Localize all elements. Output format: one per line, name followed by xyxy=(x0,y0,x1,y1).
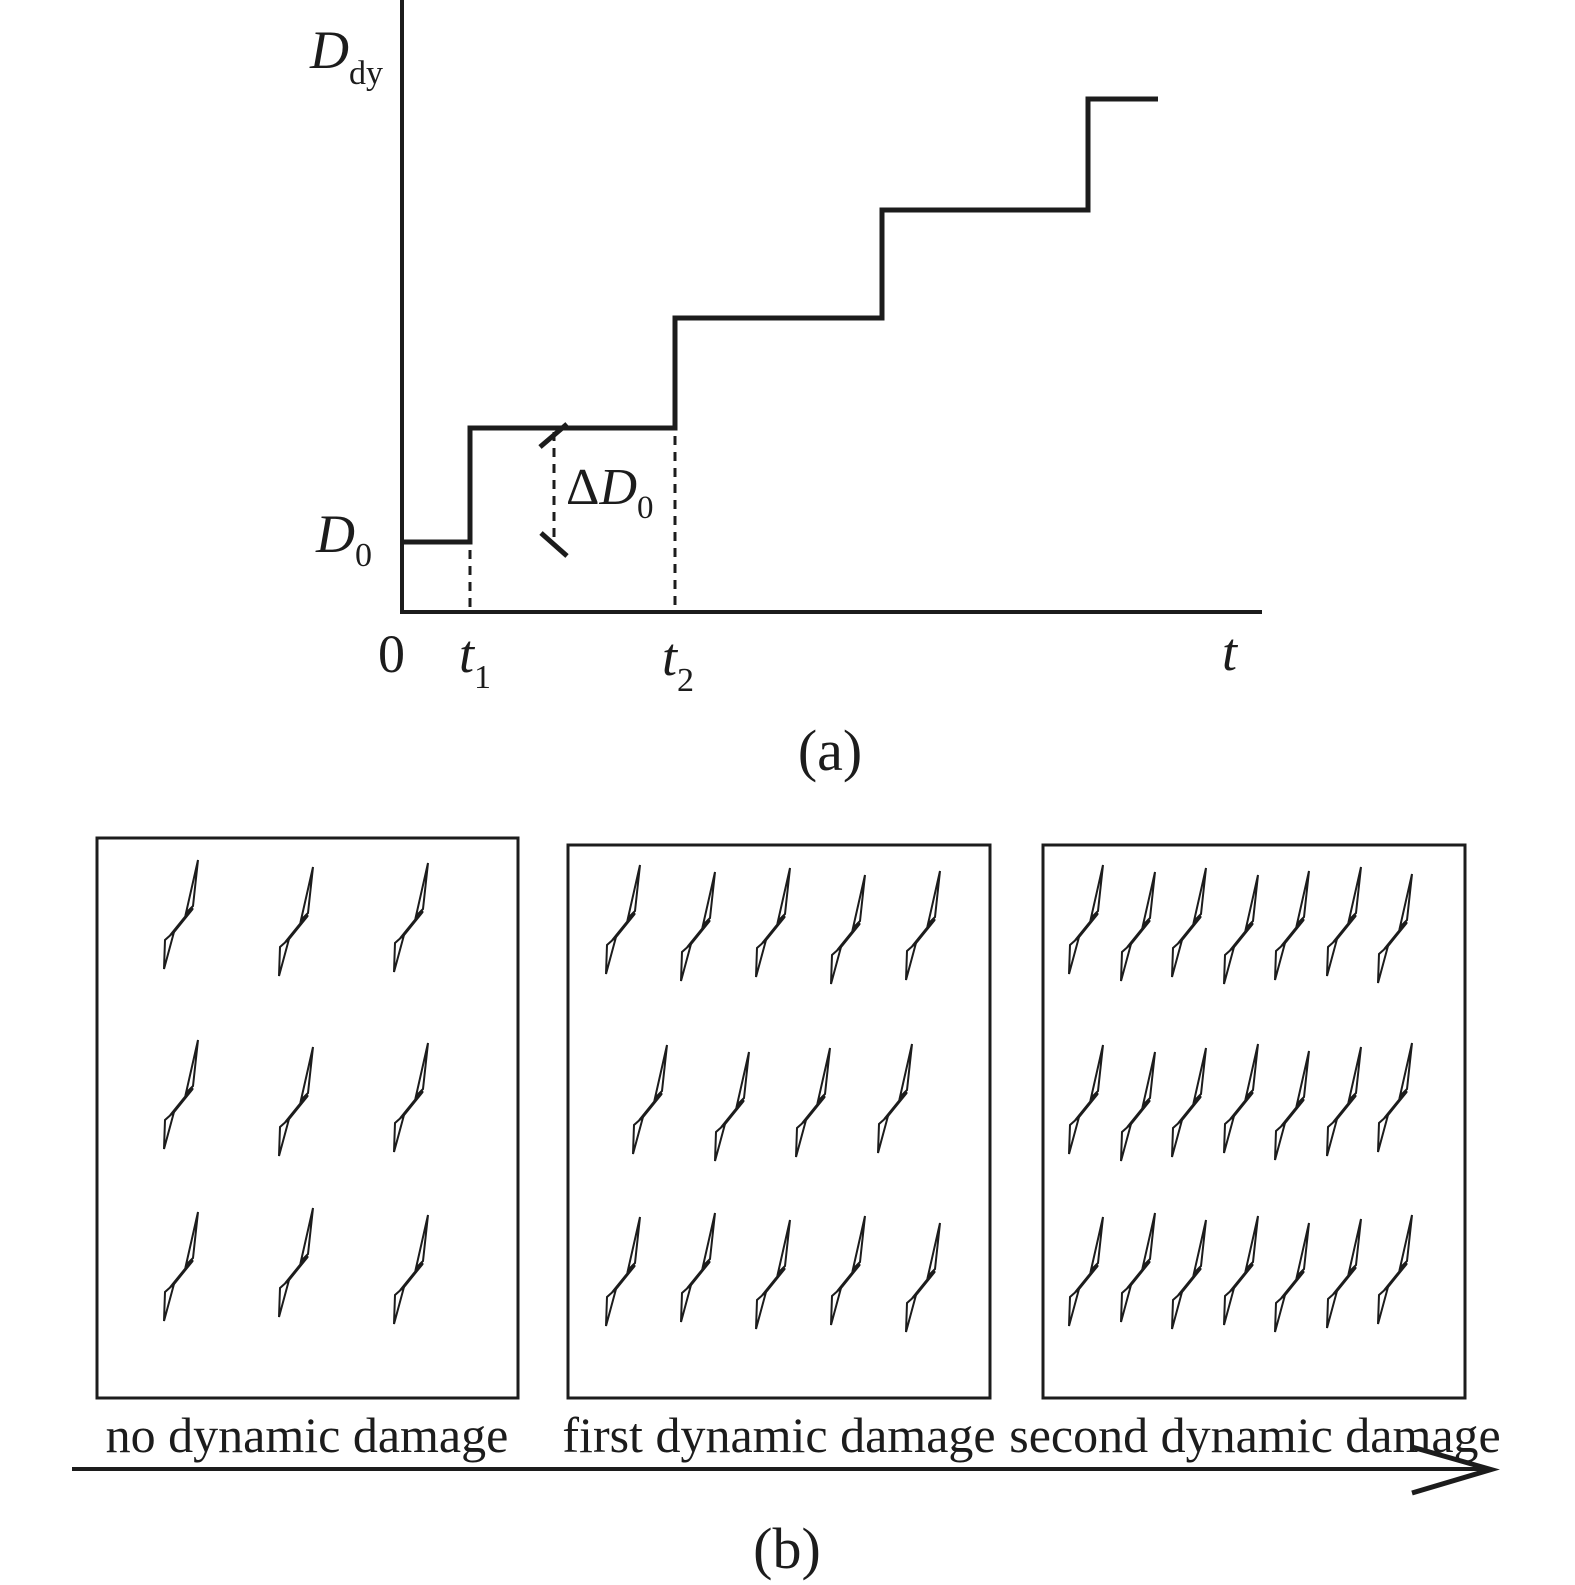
crack-mark xyxy=(1170,1218,1208,1331)
crack-pattern-first-damage xyxy=(604,863,942,1334)
crack-mark xyxy=(392,1213,430,1326)
y-axis-label-main: D xyxy=(309,20,349,80)
y-axis-label-sub: dy xyxy=(349,55,383,92)
crack-mark xyxy=(1067,1043,1105,1156)
crack-mark xyxy=(754,866,792,979)
crack-mark xyxy=(1273,1221,1311,1334)
damage-increment-label: ΔD0 xyxy=(566,459,654,526)
box-label-first-damage: first dynamic damage xyxy=(562,1407,995,1463)
crack-pattern-second-damage xyxy=(1067,863,1414,1334)
crack-mark xyxy=(1119,870,1157,983)
crack-mark xyxy=(1119,1211,1157,1324)
crack-mark xyxy=(904,869,942,982)
t1-tick-label-main: t xyxy=(459,624,476,684)
t2-tick-label: t2 xyxy=(662,627,694,699)
crack-mark xyxy=(679,1211,717,1324)
t1-tick-label: t1 xyxy=(459,624,491,696)
crack-mark xyxy=(713,1050,751,1163)
crack-box-second-damage xyxy=(1041,843,1467,1400)
crack-mark xyxy=(631,1043,669,1156)
t2-tick-label-main: t xyxy=(662,627,679,687)
measure-top-tick-icon xyxy=(538,422,569,449)
y-axis-label: Ddy xyxy=(309,20,383,92)
crack-mark xyxy=(1222,873,1260,986)
crack-mark xyxy=(876,1042,914,1155)
initial-damage-label: D0 xyxy=(315,504,372,574)
arrow-right-icon xyxy=(1411,1444,1500,1496)
crack-mark xyxy=(277,1045,315,1158)
crack-mark xyxy=(829,1214,867,1327)
crack-mark xyxy=(1273,869,1311,982)
crack-mark xyxy=(1376,872,1414,985)
panel-a-caption: (a) xyxy=(798,718,862,783)
crack-mark xyxy=(604,1215,642,1328)
damage-increment-label-sub: 0 xyxy=(637,490,654,526)
crack-mark xyxy=(829,873,867,986)
crack-pattern-no-damage xyxy=(162,858,430,1326)
crack-mark xyxy=(604,863,642,976)
origin-tick-label: 0 xyxy=(378,624,405,684)
crack-mark xyxy=(1067,863,1105,976)
crack-mark xyxy=(1067,1215,1105,1328)
crack-mark xyxy=(1170,1046,1208,1159)
crack-box-no-damage xyxy=(95,836,520,1400)
crack-mark xyxy=(277,1206,315,1319)
crack-mark xyxy=(392,1041,430,1154)
crack-mark xyxy=(392,861,430,974)
initial-damage-label-main: D xyxy=(315,504,355,564)
crack-mark xyxy=(1325,865,1363,978)
crack-mark xyxy=(1376,1213,1414,1326)
crack-mark xyxy=(162,858,200,971)
initial-damage-label-sub: 0 xyxy=(355,537,372,574)
crack-mark xyxy=(1325,1217,1363,1330)
crack-mark xyxy=(794,1046,832,1159)
crack-mark xyxy=(1170,866,1208,979)
crack-mark xyxy=(162,1210,200,1323)
panel-a: Ddy D0 ΔD0 0 t1 t2 t (a) xyxy=(309,0,1262,783)
crack-mark xyxy=(754,1218,792,1331)
crack-mark xyxy=(162,1038,200,1151)
crack-mark xyxy=(1376,1041,1414,1154)
t2-tick-label-sub: 2 xyxy=(677,662,694,699)
crack-mark xyxy=(679,870,717,983)
x-axis-label: t xyxy=(1222,622,1239,682)
crack-mark xyxy=(1222,1214,1260,1327)
panel-b: no dynamic damage first dynamic damage s… xyxy=(72,836,1501,1581)
crack-box-first-damage xyxy=(566,843,992,1400)
crack-mark xyxy=(1222,1042,1260,1155)
crack-mark xyxy=(1119,1050,1157,1163)
time-progress-arrow xyxy=(72,1444,1500,1496)
crack-mark xyxy=(277,865,315,978)
crack-mark xyxy=(1273,1049,1311,1162)
measure-bottom-tick-icon xyxy=(539,531,569,558)
damage-step-curve xyxy=(402,96,1158,545)
damage-increment-label-main: D xyxy=(598,459,637,516)
box-label-second-damage: second dynamic damage xyxy=(1009,1407,1500,1463)
delta-symbol: Δ xyxy=(566,459,599,516)
crack-mark xyxy=(904,1221,942,1334)
crack-mark xyxy=(1325,1045,1363,1158)
box-label-no-damage: no dynamic damage xyxy=(106,1407,509,1463)
panel-b-caption: (b) xyxy=(753,1516,821,1581)
t1-tick-label-sub: 1 xyxy=(474,659,491,696)
